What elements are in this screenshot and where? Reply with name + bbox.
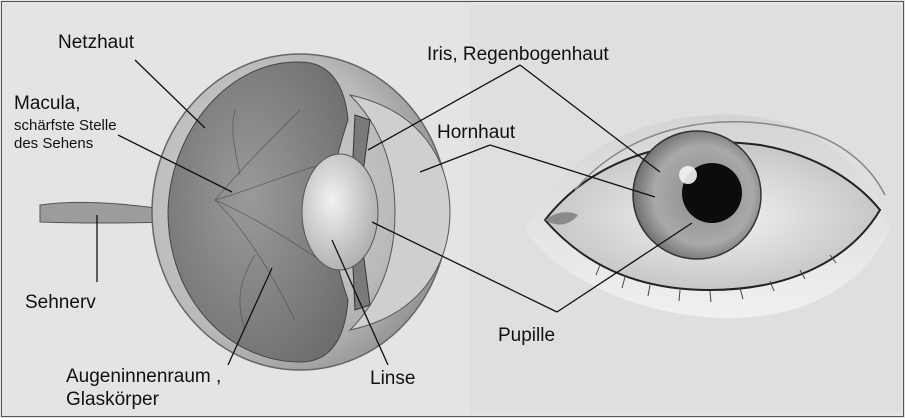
label-macula-sub1: schärfste Stelle <box>14 117 117 134</box>
label-glaskoerper: Glaskörper <box>66 389 159 411</box>
label-pupille: Pupille <box>498 325 555 347</box>
label-macula: Macula, <box>14 93 81 115</box>
label-netzhaut: Netzhaut <box>58 32 134 54</box>
label-iris: Iris, Regenbogenhaut <box>427 44 609 66</box>
label-hornhaut: Hornhaut <box>437 122 515 144</box>
label-sehnerv: Sehnerv <box>25 292 96 314</box>
eye-highlight <box>679 166 697 184</box>
label-augeninnenraum: Augeninnenraum , <box>66 366 221 388</box>
lens <box>302 154 378 270</box>
label-macula-sub2: des Sehens <box>14 135 93 152</box>
label-linse: Linse <box>370 368 415 390</box>
